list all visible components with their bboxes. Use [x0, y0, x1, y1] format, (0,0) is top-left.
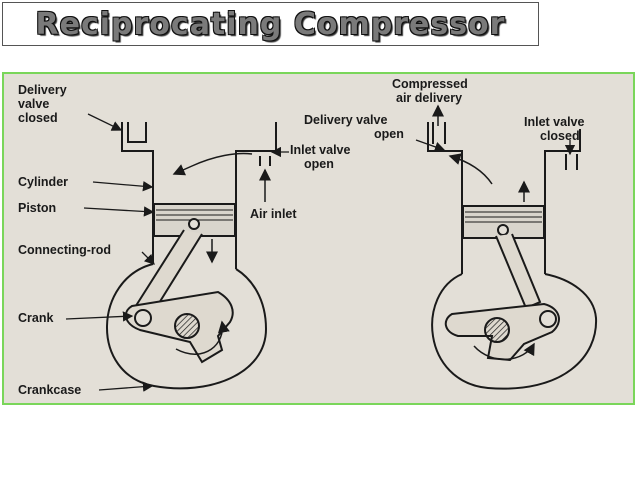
label-crankcase: Crankcase — [18, 383, 81, 397]
right-connecting-rod — [495, 233, 542, 310]
title-box: Reciprocating Compressor — [2, 2, 539, 46]
right-delivery-port — [432, 122, 446, 144]
label-piston: Piston — [18, 201, 56, 215]
label-inlet-valve-closed-1: Inlet valve — [524, 115, 584, 129]
left-inlet-port — [259, 156, 271, 166]
label-delivery-valve-open-1: Delivery valve — [304, 113, 387, 127]
right-compressor-delivery — [415, 104, 598, 390]
left-crankcase — [106, 263, 268, 390]
left-crank-pin — [134, 309, 152, 327]
right-crankcase — [431, 273, 598, 390]
right-labels: Compressed air delivery Delivery valve o… — [304, 77, 584, 143]
label-delivery-valve-open-2: open — [374, 127, 404, 141]
left-labels: Delivery valve closed Inlet valve open C… — [18, 83, 350, 397]
compressor-diagram: Delivery valve closed Inlet valve open C… — [2, 72, 635, 405]
label-delivery-valve-closed-1: Delivery — [18, 83, 67, 97]
label-delivery-valve-closed-3: closed — [18, 111, 58, 125]
label-compressed-air-delivery-2: air delivery — [396, 91, 462, 105]
label-crank: Crank — [18, 311, 53, 325]
label-delivery-valve-closed-2: valve — [18, 97, 49, 111]
label-cylinder: Cylinder — [18, 175, 68, 189]
label-inlet-valve-open-1: Inlet valve — [290, 143, 350, 157]
left-cylinder-head — [121, 122, 277, 179]
page-title: Reciprocating Compressor — [35, 7, 506, 42]
label-compressed-air-delivery-1: Compressed — [392, 77, 468, 91]
right-inlet-port — [565, 154, 578, 170]
label-air-inlet: Air inlet — [250, 207, 297, 221]
right-crankshaft — [484, 317, 510, 343]
diagram-svg: Delivery valve closed Inlet valve open C… — [18, 77, 598, 397]
left-crankshaft — [174, 313, 200, 339]
left-compressor-suction — [65, 113, 289, 392]
label-inlet-valve-open-2: open — [304, 157, 334, 171]
label-connecting-rod: Connecting-rod — [18, 243, 111, 257]
label-inlet-valve-closed-2: closed — [540, 129, 580, 143]
right-crank-pin — [539, 310, 557, 328]
left-delivery-port — [127, 122, 147, 143]
